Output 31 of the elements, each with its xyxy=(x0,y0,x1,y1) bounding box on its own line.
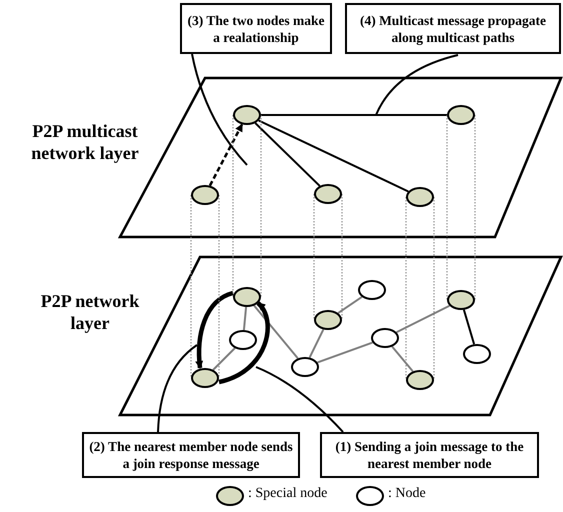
link-line xyxy=(308,329,324,358)
link-line xyxy=(254,122,320,187)
projection-line xyxy=(406,196,434,380)
legend-label: : Special node xyxy=(248,486,328,502)
link-line xyxy=(261,114,447,116)
link-line xyxy=(212,347,236,371)
link-line xyxy=(253,304,299,360)
link-line xyxy=(391,346,414,372)
link-line xyxy=(258,120,409,192)
arrow xyxy=(208,123,244,186)
projection-line xyxy=(232,114,262,298)
projection-line xyxy=(446,114,476,300)
callout-box: (4) Multicast message propagate along multicast paths xyxy=(345,3,561,54)
link-line xyxy=(242,306,248,330)
link-line xyxy=(317,342,373,364)
link-line xyxy=(338,296,362,314)
arrow xyxy=(218,302,270,384)
callout-box: (2) The nearest member node sends a join response message xyxy=(82,432,300,478)
layer-label: P2P multicast network layer xyxy=(30,120,140,164)
callout-box: (1) Sending a join message to the nearest member node xyxy=(320,432,539,478)
projection-line xyxy=(190,194,220,378)
leader-line xyxy=(191,54,248,166)
arrow xyxy=(195,290,234,369)
link-line xyxy=(396,304,450,334)
leader-line xyxy=(157,344,198,432)
leader-line xyxy=(375,54,458,116)
projection-line xyxy=(314,194,342,320)
legend-label: : Node xyxy=(388,486,426,502)
callout-box: (3) The two nodes make a realationship xyxy=(180,3,332,54)
layer-label: P2P network layer xyxy=(40,290,140,334)
link-line xyxy=(462,310,476,344)
